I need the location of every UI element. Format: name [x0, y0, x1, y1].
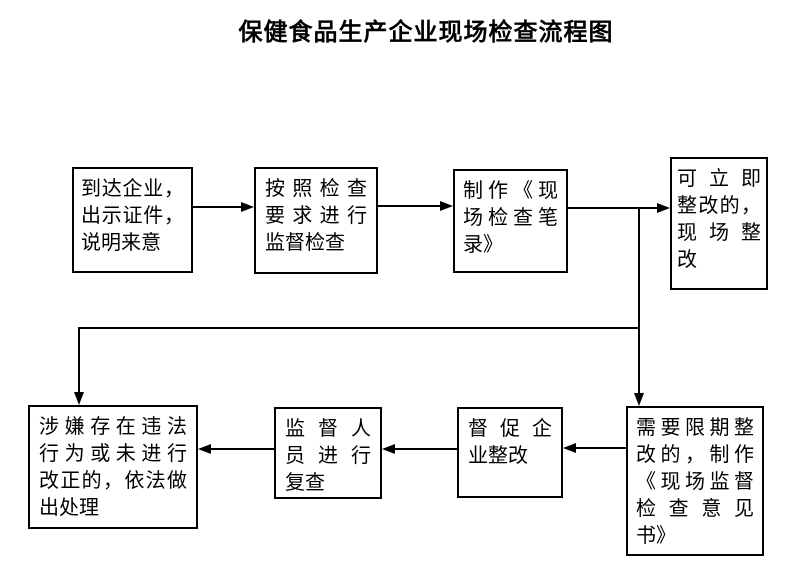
- step-record-text: 录》: [463, 234, 503, 256]
- step-deadline-rectify-text: 《现场监督: [636, 471, 754, 493]
- step-inspect-text: 要求进行: [265, 205, 367, 227]
- step-urge-rectify-text: 督促企: [468, 418, 552, 440]
- arrowhead-left-icon: [382, 444, 395, 454]
- connector-arrive-to-inspect: [193, 206, 242, 208]
- step-record-text: 场检查笔: [463, 207, 558, 229]
- step-record-box: 制作《现 场检查笔 录》: [453, 169, 568, 273]
- step-onsite-rectify-box: 可立即 整改的， 现场整 改: [670, 157, 768, 290]
- arrowhead-down-icon: [74, 392, 84, 405]
- step-arrive-text: 出示证件，: [81, 205, 184, 227]
- arrowhead-down-icon: [634, 393, 644, 406]
- step-punish-text: 行为或未进行: [39, 443, 187, 465]
- connector-branch-to-punish: [78, 327, 80, 392]
- step-onsite-rectify-text: 整改的，: [677, 195, 761, 217]
- connector-branch-horizontal: [78, 327, 640, 329]
- step-onsite-rectify-text: 改: [677, 249, 697, 271]
- diagram-title: 保健食品生产企业现场检查流程图: [238, 20, 614, 46]
- connector-record-to-onsite-rectify: [568, 207, 657, 209]
- step-punish-box: 涉嫌存在违法 行为或未进行 改正的，依法做 出处理: [28, 405, 198, 529]
- step-deadline-rectify-text: 需要限期整: [636, 417, 754, 439]
- step-deadline-rectify-text: 改的，制作: [636, 444, 754, 466]
- arrowhead-right-icon: [241, 202, 254, 212]
- step-urge-rectify-text: 业整改: [468, 445, 528, 467]
- step-deadline-rectify-text: 书》: [636, 525, 676, 547]
- step-deadline-rectify-box: 需要限期整 改的，制作 《现场监督 检查意见 书》: [626, 406, 764, 556]
- step-punish-text: 涉嫌存在违法: [39, 416, 187, 438]
- step-deadline-rectify-text: 检查意见: [636, 498, 754, 520]
- step-recheck-text: 复查: [285, 472, 325, 494]
- connector-inspect-to-record: [378, 205, 440, 207]
- connector-recheck-to-punish: [211, 448, 274, 450]
- step-onsite-rectify-text: 现场整: [677, 222, 761, 244]
- arrowhead-right-icon: [440, 201, 453, 211]
- step-inspect-text: 按照检查: [265, 178, 367, 200]
- step-arrive-box: 到达企业， 出示证件， 说明来意: [72, 167, 193, 273]
- step-inspect-text: 监督检查: [265, 232, 345, 254]
- step-arrive-text: 到达企业，: [81, 178, 184, 200]
- step-recheck-text: 员进行: [285, 445, 371, 467]
- step-recheck-box: 监督人 员进行 复查: [274, 407, 382, 499]
- arrowhead-left-icon: [563, 443, 576, 453]
- step-inspect-box: 按照检查 要求进行 监督检查: [254, 167, 378, 274]
- connector-urge-to-recheck: [395, 448, 457, 450]
- step-punish-text: 出处理: [39, 497, 99, 519]
- arrowhead-right-icon: [657, 203, 670, 213]
- connector-deadline-to-urge: [576, 447, 626, 449]
- step-onsite-rectify-text: 可立即: [677, 168, 761, 190]
- step-record-text: 制作《现: [463, 180, 558, 202]
- step-punish-text: 改正的，依法做: [39, 470, 187, 492]
- step-arrive-text: 说明来意: [81, 232, 161, 254]
- connector-branch-to-deadline-rectify: [638, 207, 640, 393]
- step-recheck-text: 监督人: [285, 418, 371, 440]
- step-urge-rectify-box: 督促企 业整改: [457, 407, 563, 498]
- arrowhead-left-icon: [198, 444, 211, 454]
